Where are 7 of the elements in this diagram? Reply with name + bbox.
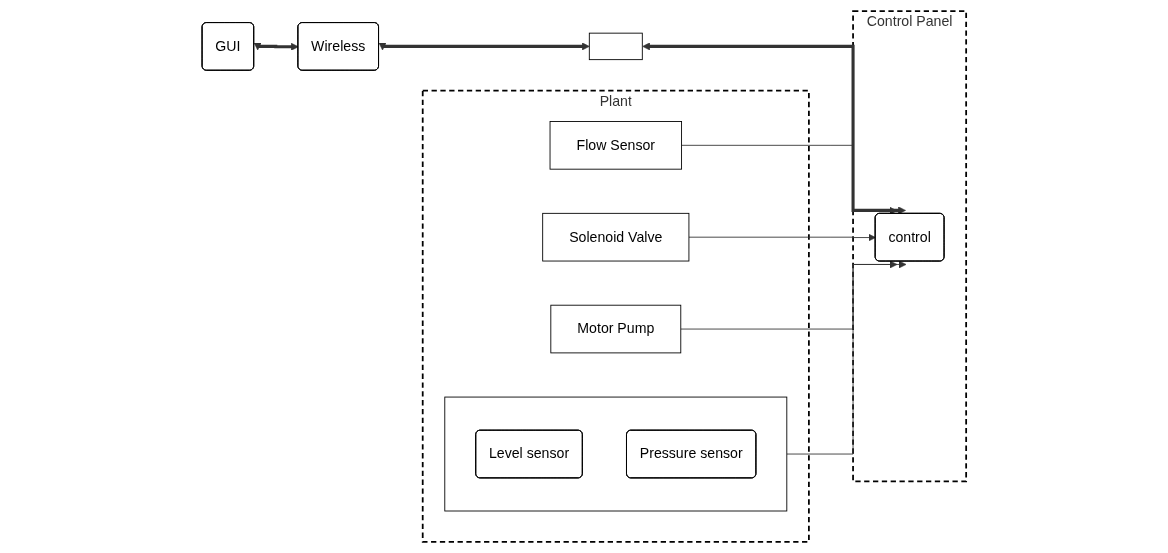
arrow [378, 42, 590, 51]
node-box [588, 32, 643, 61]
node-box: Flow Sensor [549, 121, 682, 170]
node-box: Motor Pump [550, 304, 682, 354]
cluster [444, 396, 788, 512]
arrow [253, 42, 299, 51]
node-box: Solenoid Valve [542, 212, 690, 262]
